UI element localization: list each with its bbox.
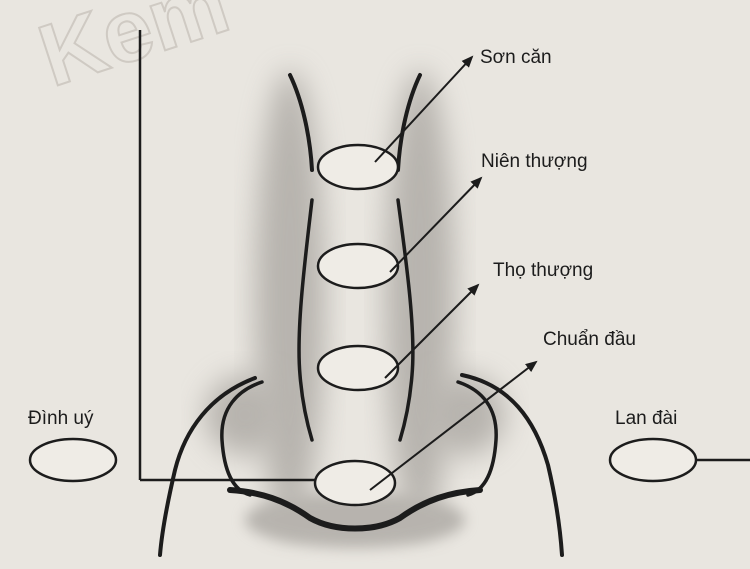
position-markers — [30, 145, 696, 505]
son-can-marker — [318, 145, 398, 189]
tho-thuong-label: Thọ thượng — [493, 260, 593, 281]
chuan-dau-marker — [315, 461, 395, 505]
tho-thuong-marker — [318, 346, 398, 390]
dinh-uy-label: Đình uý — [28, 408, 94, 429]
nien-thuong-marker — [318, 244, 398, 288]
chuan-dau-label: Chuẩn đầu — [543, 329, 636, 350]
lan-dai-label: Lan đài — [615, 408, 677, 429]
watermark-text: Kem — [27, 0, 239, 105]
lan-dai-marker — [610, 439, 696, 481]
nien-thuong-label: Niên thượng — [481, 151, 588, 172]
son-can-label: Sơn căn — [480, 47, 552, 68]
dinh-uy-marker — [30, 439, 116, 481]
